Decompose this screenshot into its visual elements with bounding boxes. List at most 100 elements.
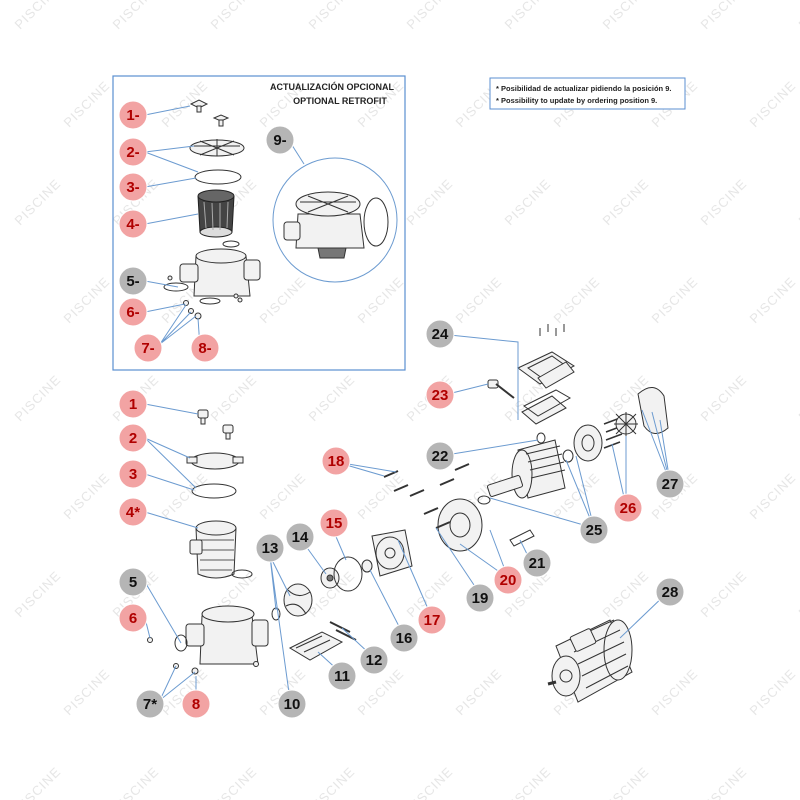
watermark-text: PISCINE xyxy=(747,666,799,718)
main-callout-25: 25 xyxy=(579,515,609,545)
main-callout-27: 27 xyxy=(655,469,685,499)
callout-circle xyxy=(425,319,455,349)
callout-label: 7- xyxy=(141,340,154,357)
main-callout-5: 5 xyxy=(118,567,148,597)
watermark-text: PISCINE xyxy=(110,0,162,32)
watermark-text: PISCINE xyxy=(404,764,456,800)
watermark-text: PISCINE xyxy=(600,176,652,228)
watermark-text: PISCINE xyxy=(796,372,800,424)
main-callout-24: 24 xyxy=(425,319,455,349)
callout-label: 21 xyxy=(529,555,546,572)
terminal-box-24 xyxy=(517,324,575,425)
watermark-text: PISCINE xyxy=(698,176,750,228)
callout-label: 6- xyxy=(126,304,139,321)
callout-label: 6 xyxy=(129,610,137,627)
callout-label: 3- xyxy=(126,179,139,196)
callout-circle xyxy=(118,100,148,130)
callout-label: 27 xyxy=(662,476,679,493)
watermark-text: PISCINE xyxy=(306,0,358,32)
retrofit-basket xyxy=(197,189,235,238)
callout-circle xyxy=(118,137,148,167)
note-line-es: * Posibilidad de actualizar pidiendo la … xyxy=(496,84,671,93)
watermark-text: PISCINE xyxy=(306,372,358,424)
callout-label: 10 xyxy=(284,696,301,713)
callout-circle xyxy=(118,423,148,453)
callout-label: 28 xyxy=(662,584,679,601)
callout-circle xyxy=(277,689,307,719)
callout-label: 18 xyxy=(328,453,345,470)
callout-label: 23 xyxy=(432,387,449,404)
watermark-text: PISCINE xyxy=(12,176,64,228)
callout-label: 8- xyxy=(198,340,211,357)
diffuser-13 xyxy=(271,583,313,621)
watermark-text: PISCINE xyxy=(649,666,701,718)
callout-circle xyxy=(522,548,552,578)
motor-28 xyxy=(547,619,633,703)
watermark-text: PISCINE xyxy=(502,176,554,228)
retrofit-callout-7: 7- xyxy=(133,333,163,363)
main-callout-13: 13 xyxy=(255,533,285,563)
callout-circle xyxy=(425,441,455,471)
note-line-en: * Possibility to update by ordering posi… xyxy=(496,96,657,105)
callout-circle xyxy=(321,446,351,476)
main-callout-15: 15 xyxy=(319,508,349,538)
part-drawings xyxy=(147,99,669,703)
watermark-text: PISCINE xyxy=(12,0,64,32)
bracket-26 xyxy=(573,417,623,462)
main-callout-1: 1 xyxy=(118,389,148,419)
main-callout-7: 7* xyxy=(135,689,165,719)
main-callout-28: 28 xyxy=(655,577,685,607)
main-lid xyxy=(186,452,244,470)
watermark-text: PISCINE xyxy=(747,470,799,522)
callout-label: 5 xyxy=(129,574,137,591)
callout-label: 24 xyxy=(432,326,449,343)
main-callout-22: 22 xyxy=(425,441,455,471)
callout-label: 13 xyxy=(262,540,279,557)
callout-circle xyxy=(135,689,165,719)
callout-label: 15 xyxy=(326,515,343,532)
retrofit-title-en: OPTIONAL RETROFIT xyxy=(293,96,387,106)
main-callout-21: 21 xyxy=(522,548,552,578)
retrofit-pump-body xyxy=(163,240,261,305)
watermark-text: PISCINE xyxy=(208,764,260,800)
watermark-text: PISCINE xyxy=(796,764,800,800)
retrofit-callout-4: 4- xyxy=(118,209,148,239)
callout-circle xyxy=(285,522,315,552)
cable-gland-23 xyxy=(487,379,515,399)
callout-label: 8 xyxy=(192,696,200,713)
watermark-text: PISCINE xyxy=(502,764,554,800)
watermark-text: PISCINE xyxy=(355,470,407,522)
watermark-text: PISCINE xyxy=(257,470,309,522)
callout-label: 19 xyxy=(472,590,489,607)
callout-circle xyxy=(417,605,447,635)
watermark-text: PISCINE xyxy=(600,764,652,800)
callout-circle xyxy=(181,689,211,719)
main-callout-3: 3 xyxy=(118,459,148,489)
callout-label: 16 xyxy=(396,630,413,647)
callout-label: 17 xyxy=(424,612,441,629)
callout-circle xyxy=(255,533,285,563)
flange-20 xyxy=(435,498,483,552)
callout-label: 3 xyxy=(129,466,137,483)
callout-label: 1 xyxy=(129,396,137,413)
callout-circle xyxy=(613,493,643,523)
retrofit-position-9-assembly xyxy=(283,191,389,259)
callout-circle xyxy=(319,508,349,538)
watermark-text: PISCINE xyxy=(110,764,162,800)
callout-circle xyxy=(425,380,455,410)
callout-circle xyxy=(265,125,295,155)
retrofit-callout-6: 6- xyxy=(118,297,148,327)
note-box-frame xyxy=(489,77,686,110)
callout-label: 22 xyxy=(432,448,449,465)
retrofit-callout-1: 1- xyxy=(118,100,148,130)
callout-label: 12 xyxy=(366,652,383,669)
main-callout-6: 6 xyxy=(118,603,148,633)
watermark-text: PISCINE xyxy=(453,274,505,326)
retrofit-title-es: ACTUALIZACIÓN OPCIONAL xyxy=(270,81,394,92)
watermark-text: PISCINE xyxy=(208,0,260,32)
main-callout-11: 11 xyxy=(327,661,357,691)
main-callout-26: 26 xyxy=(613,493,643,523)
watermark-text: PISCINE xyxy=(600,0,652,32)
retrofit-callout-8: 8- xyxy=(190,333,220,363)
